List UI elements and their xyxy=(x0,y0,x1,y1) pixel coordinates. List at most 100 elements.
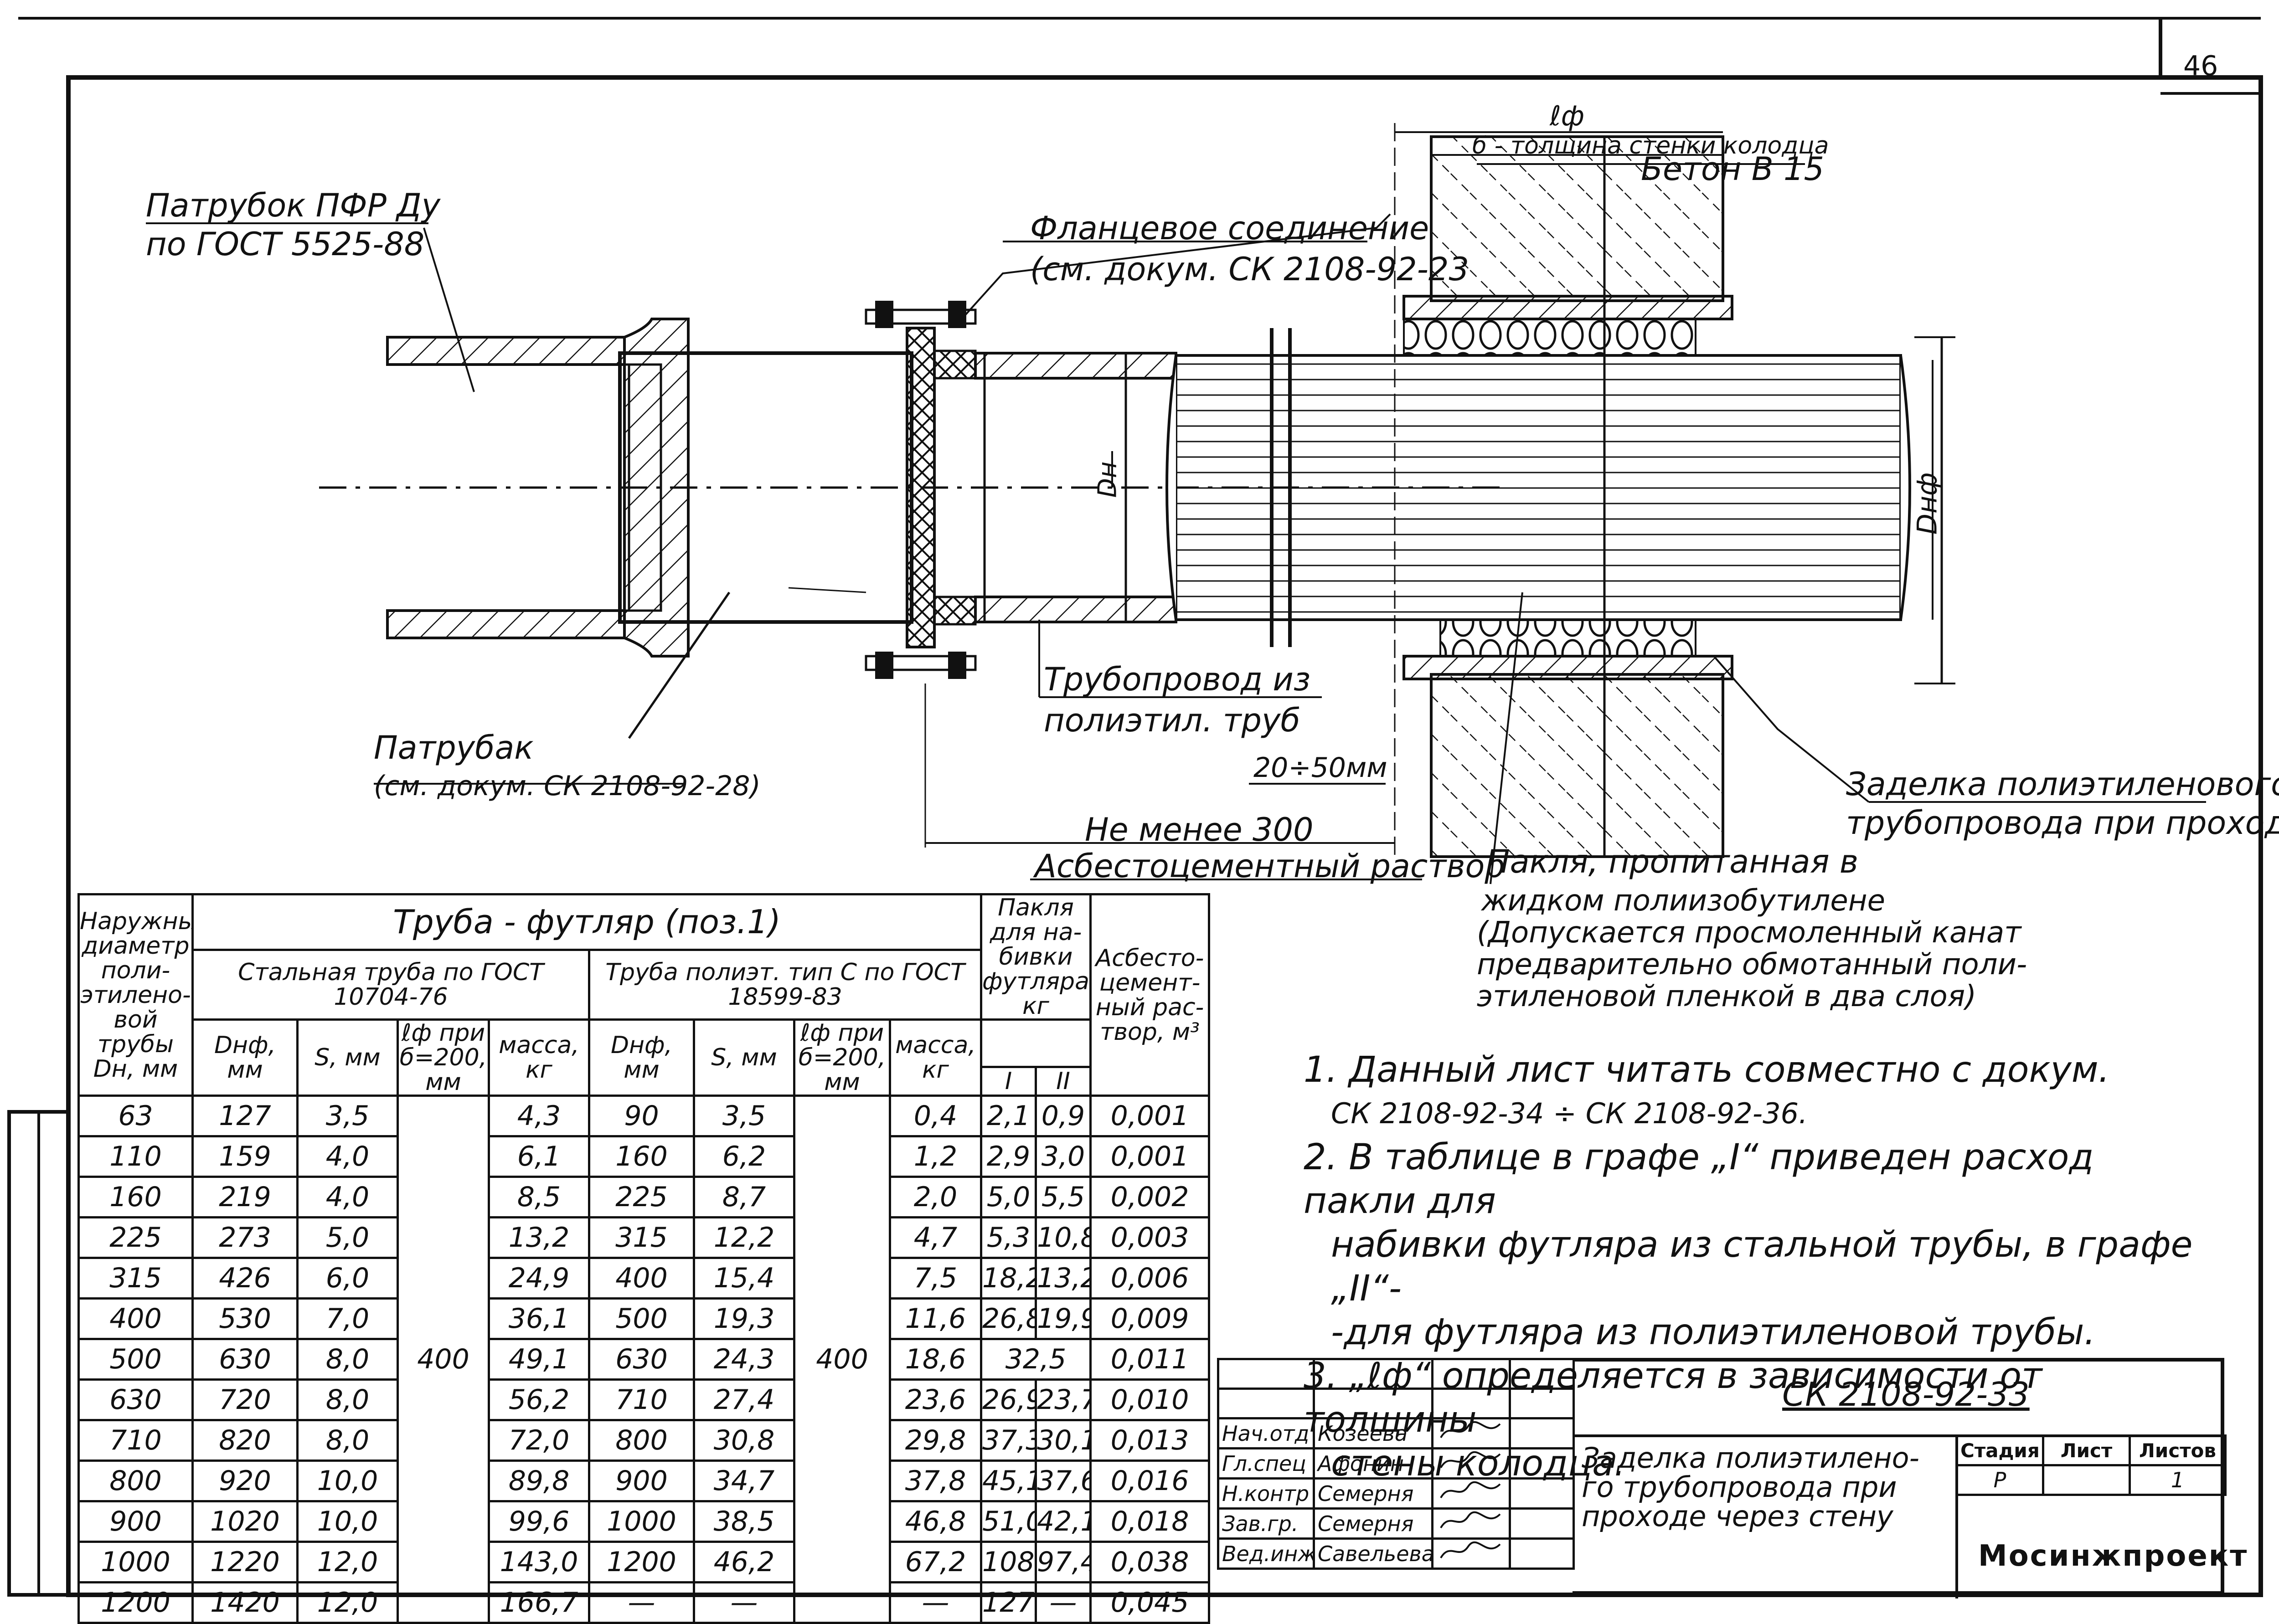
label-sealing-2: трубопровода при проходе xyxy=(1846,804,2279,842)
cell-dnf2: 630 xyxy=(588,1338,695,1381)
label-tow-1: Пакля, пропитанная в xyxy=(1486,843,1859,880)
cell-dnf2: 160 xyxy=(588,1135,695,1178)
col-lf: ℓф при б=200, мм xyxy=(397,1018,490,1097)
cell-v: 0,038 xyxy=(1089,1541,1211,1583)
cell-v: 0,016 xyxy=(1089,1460,1211,1502)
cell-v: 0,018 xyxy=(1089,1500,1211,1543)
cell-dnf: 426 xyxy=(191,1257,299,1300)
cell-mass2: 4,7 xyxy=(888,1216,983,1259)
header-steel-pipe: Стальная труба по ГОСТ 10704-76 xyxy=(191,948,590,1021)
cell-v: 0,010 xyxy=(1089,1378,1211,1421)
cell-dnf2: 500 xyxy=(588,1297,695,1340)
role: Зав.гр. xyxy=(1217,1507,1315,1540)
col-s2: S, мм xyxy=(693,1018,795,1097)
cell-s: 12,0 xyxy=(296,1581,399,1624)
col-s: S, мм xyxy=(296,1018,399,1097)
cell-dnf2: 710 xyxy=(588,1378,695,1421)
cell-s: 7,0 xyxy=(296,1297,399,1340)
label-wall-thickness: б - толщина стенки колодца xyxy=(1472,132,1829,159)
poly-pipe-drawing xyxy=(974,328,1934,647)
label-min-300: Не менее 300 xyxy=(1085,811,1314,848)
cell-mass2: 1,2 xyxy=(888,1135,983,1178)
signature xyxy=(1431,1417,1511,1449)
label-pipeline: Трубопровод из xyxy=(1044,661,1311,698)
sheet-number: 46 xyxy=(2183,50,2218,82)
col-lf2: ℓф при б=200, мм xyxy=(793,1018,891,1097)
cell-t1: 26,8 xyxy=(980,1297,1037,1340)
cell-v: 0,001 xyxy=(1089,1095,1211,1137)
cell-mass: 143,0 xyxy=(488,1541,590,1583)
cell-dnf2: 1200 xyxy=(588,1541,695,1583)
cell-t2: 19,9 xyxy=(1035,1297,1092,1340)
cell-dn: 225 xyxy=(77,1216,194,1259)
date xyxy=(1509,1537,1575,1570)
note-1b: СК 2108-92-34 ÷ СК 2108-92-36. xyxy=(1331,1097,1808,1130)
cell-dn: 630 xyxy=(77,1378,194,1421)
organization: Мосинжпроект xyxy=(1978,1539,2248,1573)
cell-t1: 32,5 xyxy=(980,1338,1092,1381)
cell-dn: 710 xyxy=(77,1419,194,1462)
cell-t1: 51,0 xyxy=(980,1500,1037,1543)
label-flange-ref: (см. докум. СК 2108-92-23 xyxy=(1030,251,1469,288)
sheets-header: Листов xyxy=(2129,1434,2227,1466)
cell-s2: 19,3 xyxy=(693,1297,795,1340)
sheet-header: Лист xyxy=(2042,1434,2131,1466)
cell-t1: 2,1 xyxy=(980,1095,1037,1137)
cell-dnf2: 315 xyxy=(588,1216,695,1259)
cell-dnf: 820 xyxy=(191,1419,299,1462)
cell-v: 0,001 xyxy=(1089,1135,1211,1178)
cell-t2: 10,8 xyxy=(1035,1216,1092,1259)
leader-lines xyxy=(146,163,2206,884)
header-asbestos: Асбесто- цемент- ный рас- твор, м³ xyxy=(1089,893,1211,1097)
cell-t1: 2,9 xyxy=(980,1135,1037,1178)
person-name: Семерня xyxy=(1313,1477,1433,1510)
cell-t2: 23,7 xyxy=(1035,1378,1092,1421)
label-tow-5: этиленовой пленкой в два слоя) xyxy=(1477,980,1977,1013)
cell-s: 5,0 xyxy=(296,1216,399,1259)
date xyxy=(1509,1417,1575,1449)
cell-dnf: 273 xyxy=(191,1216,299,1259)
cell-dnf2: — xyxy=(588,1581,695,1624)
note-2c: -для футляра из полиэтиленовой трубы. xyxy=(1331,1312,2096,1353)
cell-mass2: — xyxy=(888,1581,983,1624)
notes-block: 1. Данный лист читать совместно с докум.… xyxy=(1304,1048,2215,1485)
cell-s2: 38,5 xyxy=(693,1500,795,1543)
cell-s: 10,0 xyxy=(296,1500,399,1543)
label-lf: ℓф xyxy=(1550,100,1585,132)
cell-dn: 63 xyxy=(77,1095,194,1137)
cell-mass: 8,5 xyxy=(488,1176,590,1218)
cell-mass: 166,7 xyxy=(488,1581,590,1624)
person-name: Семерня xyxy=(1313,1507,1433,1540)
date xyxy=(1509,1477,1575,1510)
sheets-value: 1 xyxy=(2129,1464,2227,1496)
cell-t2: 3,0 xyxy=(1035,1135,1092,1178)
signature xyxy=(1431,1447,1511,1480)
cell-s2: 12,2 xyxy=(693,1216,795,1259)
cell-v: 0,003 xyxy=(1089,1216,1211,1259)
stage-table: Стадия Лист Листов Р 1 xyxy=(1955,1434,2227,1496)
cell-s2: 3,5 xyxy=(693,1095,795,1137)
cell-t2: 5,5 xyxy=(1035,1176,1092,1218)
lf-value-poly: 400 xyxy=(793,1095,891,1624)
cell-mass2: 2,0 xyxy=(888,1176,983,1218)
cell-dnf2: 800 xyxy=(588,1419,695,1462)
date xyxy=(1509,1507,1575,1540)
cell-s: 6,0 xyxy=(296,1257,399,1300)
cell-t1: 45,1 xyxy=(980,1460,1037,1502)
label-branch-pipe: Патрубак xyxy=(374,729,534,766)
cell-dnf2: 1000 xyxy=(588,1500,695,1543)
role: Гл.спец xyxy=(1217,1447,1315,1480)
date xyxy=(1509,1447,1575,1480)
flange-drawing xyxy=(865,301,977,679)
cell-t1: 26,9 xyxy=(980,1378,1037,1421)
label-flange: Фланцевое соединение xyxy=(1030,210,1429,247)
